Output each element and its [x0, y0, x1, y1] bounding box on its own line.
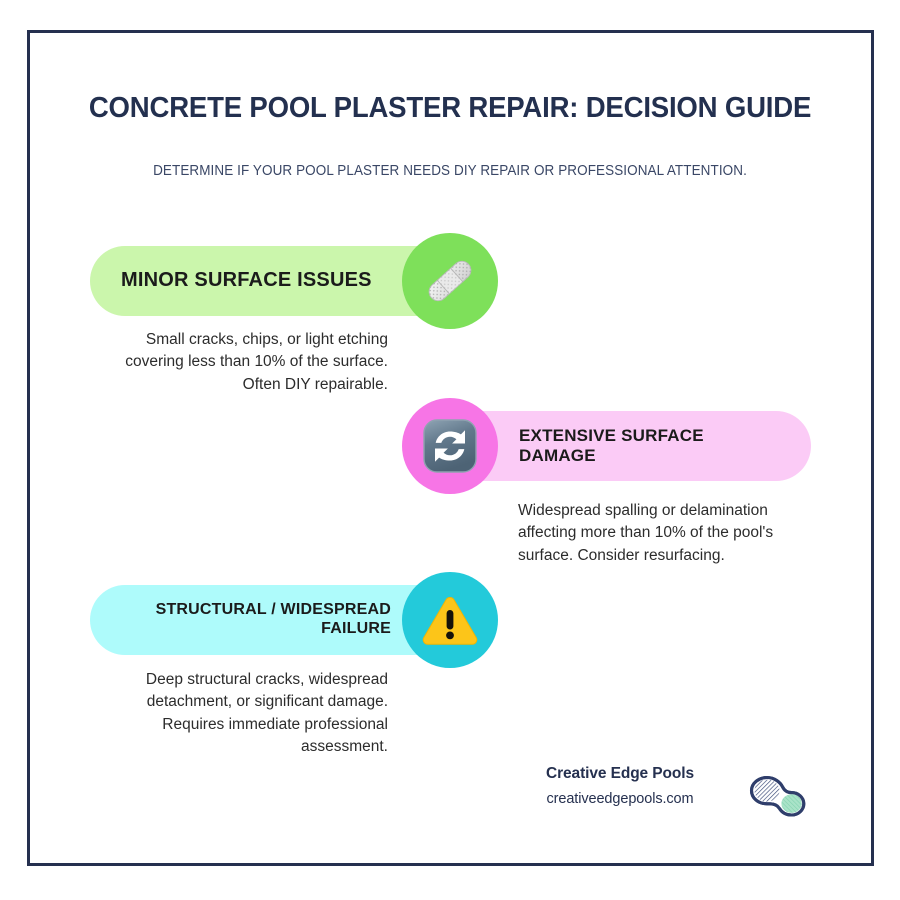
poster-border-frame — [27, 30, 874, 866]
brand-url[interactable]: creativeedgepools.com — [546, 791, 694, 807]
section-pill-structural-widespread-failure: STRUCTURAL / WIDESPREAD FAILURE — [90, 585, 465, 655]
section-icon-circle-extensive-surface-damage — [402, 398, 498, 494]
pool-peanut-logo — [749, 775, 806, 817]
section-label-minor-surface-issues: MINOR SURFACE ISSUES — [121, 269, 372, 292]
page-subtitle: DETERMINE IF YOUR POOL PLASTER NEEDS DIY… — [153, 163, 747, 179]
footer-text-block: Creative Edge Pools creativeedgepools.co… — [500, 765, 740, 807]
footer-branding: Creative Edge Pools creativeedgepools.co… — [500, 765, 840, 835]
section-description-extensive-surface-damage: Widespread spalling or delamination affe… — [518, 502, 774, 564]
bandage-icon — [428, 260, 472, 302]
warning-triangle-icon — [422, 596, 478, 645]
section-description-minor-surface-issues: Small cracks, chips, or light etching co… — [125, 331, 388, 393]
section-icon-circle-structural-widespread-failure — [402, 572, 498, 668]
brand-name: Creative Edge Pools — [546, 765, 694, 782]
page-title: CONCRETE POOL PLASTER REPAIR: DECISION G… — [88, 92, 812, 124]
section-label-structural-widespread-failure: STRUCTURAL / WIDESPREAD FAILURE — [155, 601, 391, 637]
refresh-icon — [423, 419, 477, 473]
section-icon-circle-minor-surface-issues — [402, 233, 498, 329]
section-description-structural-widespread-failure: Deep structural cracks, widespread detac… — [145, 671, 388, 756]
section-label-extensive-surface-damage: EXTENSIVE SURFACE DAMAGE — [519, 425, 704, 465]
